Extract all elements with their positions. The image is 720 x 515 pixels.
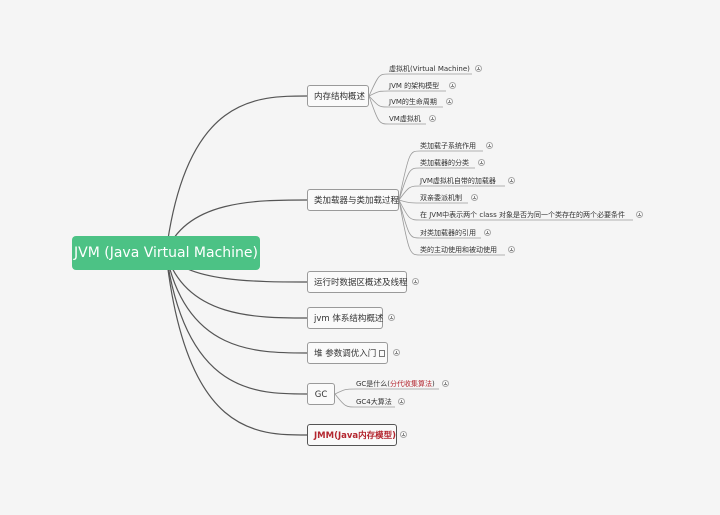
expand-icon[interactable] xyxy=(400,431,407,438)
expand-icon[interactable] xyxy=(388,314,395,321)
expand-icon[interactable] xyxy=(478,159,485,166)
expand-icon[interactable] xyxy=(636,211,643,218)
leaf-classloader-types[interactable]: 类加载器的分类 xyxy=(420,159,469,167)
leaf-gc-four-algorithms[interactable]: GC4大算法 xyxy=(356,398,392,406)
leaf-loader-reference[interactable]: 对类加载器的引用 xyxy=(420,229,476,237)
expand-icon[interactable] xyxy=(429,115,436,122)
branch-heap-tuning[interactable]: 堆 参数调优入门 xyxy=(307,342,388,364)
expand-icon[interactable] xyxy=(475,65,482,72)
leaf-active-passive-use[interactable]: 类的主动使用和被动使用 xyxy=(420,246,497,254)
leaf-connector xyxy=(398,199,633,221)
expand-icon[interactable] xyxy=(471,194,478,201)
leaf-connector xyxy=(368,90,446,97)
expand-icon[interactable] xyxy=(484,229,491,236)
expand-icon[interactable] xyxy=(393,349,400,356)
branch-heap-tuning-label: 堆 参数调优入门 xyxy=(314,349,377,359)
expand-icon[interactable] xyxy=(398,398,405,405)
note-icon[interactable] xyxy=(379,350,386,357)
branch-gc[interactable]: GC xyxy=(307,383,335,405)
leaf-connector xyxy=(368,73,472,97)
expand-icon[interactable] xyxy=(508,177,515,184)
branch-jvm-architecture[interactable]: jvm 体系结构概述 xyxy=(307,307,383,329)
leaf-parent-delegation[interactable]: 双亲委派机制 xyxy=(420,194,462,202)
leaf-connector xyxy=(398,199,481,239)
leaf-what-is-gc[interactable]: GC是什么(分代收集算法) xyxy=(356,380,435,388)
branch-memory-structure[interactable]: 内存结构概述 xyxy=(307,85,369,107)
leaf-connector xyxy=(398,150,483,201)
expand-icon[interactable] xyxy=(508,246,515,253)
branch-runtime-data-area[interactable]: 运行时数据区概述及线程 xyxy=(307,271,408,293)
leaf-class-identity[interactable]: 在 JVM中表示两个 class 对象是否为同一个类存在的两个必要条件 xyxy=(420,211,625,219)
leaf-connector xyxy=(398,199,505,256)
leaf-connector xyxy=(398,199,468,204)
root-node[interactable]: JVM (Java Virtual Machine) xyxy=(72,236,260,270)
leaf-connector xyxy=(398,167,475,201)
expand-icon[interactable] xyxy=(442,380,449,387)
leaf-connector xyxy=(368,95,443,108)
root-connector xyxy=(165,252,308,436)
leaf-jvm-lifecycle[interactable]: JVM的生命周期 xyxy=(389,98,437,106)
leaf-virtual-machine[interactable]: 虚拟机(Virtual Machine) xyxy=(389,65,470,73)
expand-icon[interactable] xyxy=(412,278,419,285)
leaf-connector xyxy=(398,185,505,201)
leaf-jvm-architecture[interactable]: JVM 的架构模型 xyxy=(389,82,440,90)
root-connector xyxy=(165,252,308,319)
branch-jmm[interactable]: JMM(Java内存模型) xyxy=(307,424,397,446)
root-connector xyxy=(165,252,308,395)
expand-icon[interactable] xyxy=(449,82,456,89)
root-connector xyxy=(165,252,308,354)
leaf-vm[interactable]: VM虚拟机 xyxy=(389,115,421,123)
expand-icon[interactable] xyxy=(446,98,453,105)
root-connector xyxy=(165,95,308,254)
expand-icon[interactable] xyxy=(486,142,493,149)
branch-class-loader[interactable]: 类加载器与类加载过程 xyxy=(307,189,399,211)
leaf-connector xyxy=(368,95,426,125)
leaf-connector xyxy=(334,393,395,408)
leaf-classloader-subsystem[interactable]: 类加载子系统作用 xyxy=(420,142,476,150)
leaf-connector xyxy=(334,388,439,395)
leaf-builtin-loaders[interactable]: JVM虚拟机自带的加载器 xyxy=(420,177,496,185)
